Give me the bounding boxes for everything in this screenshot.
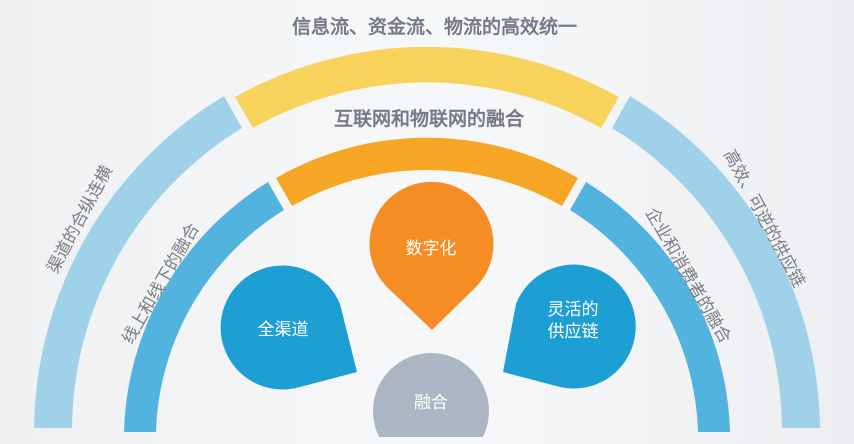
pin-supplychain-line2: 供应链 (547, 322, 599, 342)
pin-fusion-shape (373, 353, 489, 437)
inner-heading: 互联网和物联网的融合 (334, 108, 525, 130)
pin-supplychain-line1: 灵活的 (547, 300, 599, 320)
outer-arc-right (612, 96, 820, 428)
pin-supplychain-shape (503, 264, 636, 389)
pin-omnichannel-label: 全渠道 (257, 320, 309, 340)
pin-digital-shape (369, 181, 494, 330)
outer-arc-left (34, 96, 242, 428)
inner-arc-left (124, 182, 284, 432)
inner-arc-right (570, 182, 730, 432)
pin-supplychain-label: 灵活的 供应链 (533, 299, 613, 343)
pin-fusion-label: 融合 (414, 393, 448, 413)
outer-arc-top (235, 46, 619, 128)
pin-digital-label: 数字化 (405, 239, 457, 259)
pin-omnichannel-shape (220, 265, 357, 390)
inner-arc-top (276, 137, 578, 206)
outer-heading: 信息流、资金流、物流的高效统一 (292, 16, 578, 38)
